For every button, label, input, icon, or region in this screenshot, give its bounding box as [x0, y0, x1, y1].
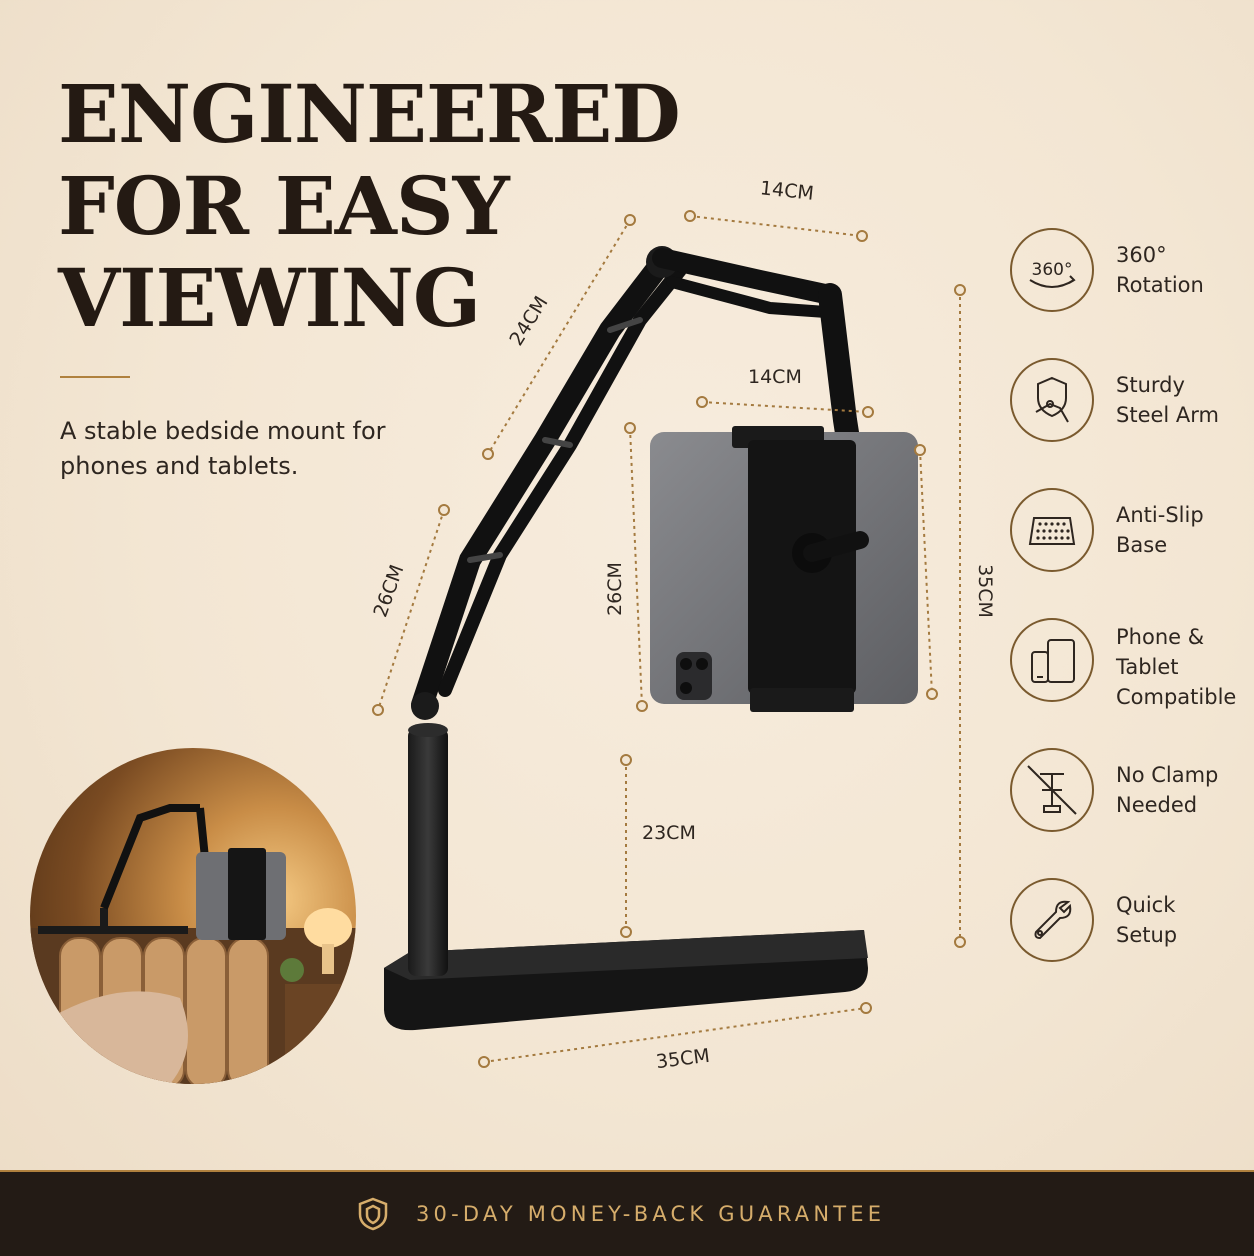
dim-label-total-height: 35CM: [973, 564, 996, 618]
rotation-360-icon-text: 360°: [1032, 260, 1073, 280]
feature-quick-setup: Quick Setup: [1010, 878, 1250, 968]
stand-pole: [408, 728, 448, 976]
headline-line-1: ENGINEERED: [58, 67, 681, 161]
anti-slip-base-icon: [1010, 488, 1094, 572]
shield-icon: [358, 1197, 388, 1231]
wrench-icon: [1010, 878, 1094, 962]
accent-divider: [60, 376, 130, 378]
feature-label: Quick Setup: [1116, 893, 1178, 947]
lower-arm: [411, 251, 687, 716]
top-arm: [652, 248, 840, 318]
dim-label-holder-height: 26CM: [603, 562, 626, 616]
feature-label: Sturdy Steel Arm: [1116, 373, 1220, 427]
feature-no-clamp: No Clamp Needed: [1010, 748, 1250, 838]
stand-base: [384, 930, 868, 1031]
headline-line-2: FOR EASY: [58, 159, 510, 253]
rotation-360-icon: 360°: [1010, 228, 1094, 312]
feature-label: 360° Rotation: [1116, 243, 1204, 297]
feature-label: No Clamp Needed: [1116, 763, 1219, 817]
dimension-lines: [377, 215, 961, 1063]
headline: ENGINEERED FOR EASY VIEWING: [58, 67, 681, 345]
product-illustration: [372, 210, 966, 1068]
phone-tablet-icon: [1010, 618, 1094, 702]
tablet-holder: [732, 426, 869, 712]
feature-label: Phone & Tablet Compatible: [1116, 625, 1237, 709]
steel-arm-shield-icon: [1010, 358, 1094, 442]
feature-label: Anti-Slip Base: [1116, 503, 1204, 557]
subtitle: A stable bedside mount for phones and ta…: [60, 417, 386, 480]
headline-line-3: VIEWING: [58, 251, 481, 345]
no-clamp-icon: [1010, 748, 1094, 832]
guarantee-text: 30-DAY MONEY-BACK GUARANTEE: [416, 1202, 886, 1226]
feature-phone-tablet: Phone & Tablet Compatible: [1010, 618, 1250, 709]
feature-360-rotation: 360° 360° Rotation: [1010, 228, 1250, 318]
feature-anti-slip-base: Anti-Slip Base: [1010, 488, 1250, 578]
dimension-endpoints: [372, 210, 966, 1068]
feature-steel-arm: Sturdy Steel Arm: [1010, 358, 1250, 448]
dim-label-pole-height: 23CM: [642, 822, 696, 844]
lifestyle-inset-photo: [30, 748, 356, 1084]
dim-label-holder-width: 14CM: [748, 366, 802, 388]
guarantee-footer: 30-DAY MONEY-BACK GUARANTEE: [0, 1170, 1254, 1256]
